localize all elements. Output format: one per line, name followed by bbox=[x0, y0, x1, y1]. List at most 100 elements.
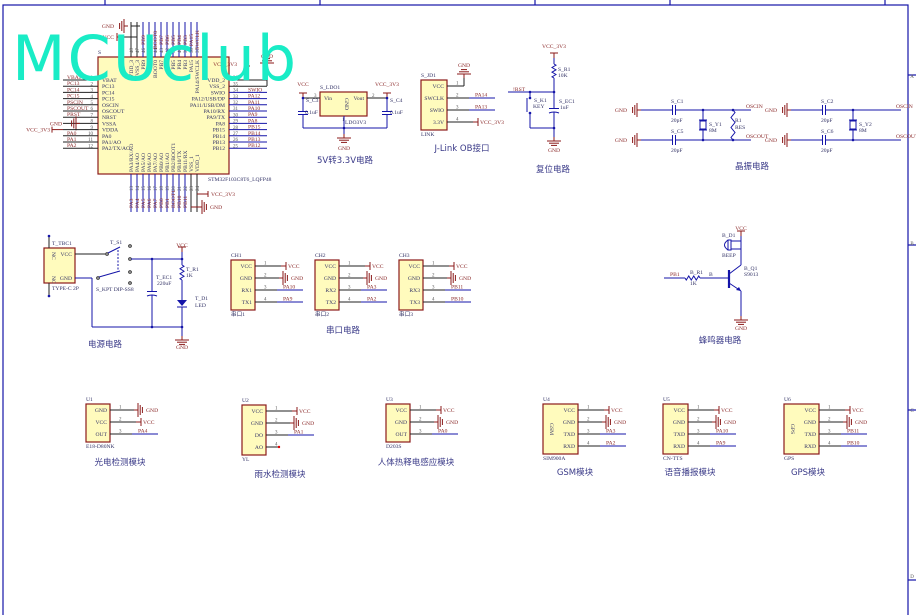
pin-number: 36 bbox=[233, 76, 239, 81]
module-designator: S_JD1 bbox=[421, 73, 436, 79]
pin-name: VDD_1 bbox=[195, 154, 201, 172]
net-label: GND bbox=[146, 408, 158, 414]
pin-name: PA2/TX/AO bbox=[102, 146, 130, 152]
pin-number: 1 bbox=[456, 82, 459, 87]
pin-name: PA1/AO bbox=[102, 140, 121, 146]
pin-number: 2 bbox=[456, 94, 459, 99]
pin-number: 1 bbox=[432, 262, 435, 267]
net-label: PB1 bbox=[670, 272, 680, 278]
pin-number: 1 bbox=[91, 76, 94, 81]
pin-name: PB4 bbox=[177, 60, 183, 70]
module-body bbox=[420, 79, 448, 131]
net-label: GND bbox=[614, 420, 626, 426]
junction bbox=[342, 126, 346, 130]
net-label: PA3 bbox=[606, 429, 616, 435]
pin-number: 3 bbox=[264, 286, 267, 291]
pin-name: VCC bbox=[563, 408, 575, 414]
pin-number: 4 bbox=[432, 298, 435, 303]
module-body bbox=[241, 404, 267, 456]
pin-name: VCC bbox=[408, 264, 420, 270]
net-label: OSCIN bbox=[896, 104, 913, 110]
pin-name: VSS_2 bbox=[209, 84, 225, 90]
net-label: PA6 bbox=[147, 198, 153, 208]
transistor-ref: B_Q1 bbox=[744, 266, 758, 272]
pin-name: PC14 bbox=[102, 90, 115, 96]
net-label: PA10 bbox=[716, 429, 728, 435]
wire bbox=[98, 270, 121, 278]
pin-number: 1 bbox=[828, 406, 831, 411]
module-designator: U1 bbox=[86, 397, 93, 403]
frame-letter: A bbox=[910, 75, 914, 80]
pin-number: 1 bbox=[275, 407, 278, 412]
pin-name: PA0 bbox=[102, 134, 112, 140]
ldo-designator: S_LDO1 bbox=[320, 85, 340, 91]
net-label: VCC bbox=[176, 243, 188, 249]
key-ref: S_K1 bbox=[534, 98, 547, 104]
mcuclub-watermark-logo: MCUclub bbox=[12, 22, 298, 95]
ground-icon bbox=[457, 69, 471, 78]
pin-name: PB12 bbox=[213, 146, 226, 152]
net-label: OSCOUT bbox=[746, 134, 769, 140]
section-caption: GPS模块 bbox=[791, 467, 826, 478]
pin-number: 2 bbox=[372, 94, 375, 99]
module-part: 串口1 bbox=[231, 310, 245, 318]
resistor-icon bbox=[730, 109, 736, 141]
pin-number: 26 bbox=[233, 138, 239, 143]
pin-number: 1 bbox=[697, 406, 700, 411]
pin-name: PA5/AO bbox=[141, 153, 147, 172]
net-label: GND bbox=[50, 121, 62, 127]
dip-switch-icon bbox=[96, 244, 132, 285]
frame-letter: C bbox=[910, 409, 914, 414]
pin-number: 8 bbox=[91, 120, 94, 125]
pin-name: PA15 bbox=[189, 60, 195, 72]
cap-value: 20pF bbox=[821, 148, 833, 154]
pin-name: PB6 bbox=[165, 60, 171, 70]
ground-icon bbox=[712, 415, 721, 429]
pin-number: 3 bbox=[275, 431, 278, 436]
pin-number: 44 bbox=[154, 48, 159, 54]
resistor-ref: R1 bbox=[735, 118, 742, 124]
cap-value: 20pF bbox=[821, 118, 833, 124]
pin-number: 33 bbox=[233, 95, 239, 100]
pin-name: VCC bbox=[251, 409, 263, 415]
net-label: GND bbox=[176, 345, 188, 351]
net-label: PA0 bbox=[438, 429, 448, 435]
power-port-icon bbox=[845, 406, 851, 414]
pin-number: 2 bbox=[432, 274, 435, 279]
pin-name: SWCLK bbox=[424, 96, 444, 102]
net-label: PB5 bbox=[171, 35, 177, 45]
pin-number: 4 bbox=[697, 442, 700, 447]
power-port-icon bbox=[473, 118, 479, 126]
net-label: GND bbox=[724, 420, 736, 426]
zigzag bbox=[684, 275, 701, 281]
pin-name: RX1 bbox=[241, 288, 252, 294]
pin-number: 24 bbox=[196, 186, 201, 192]
module-body bbox=[230, 259, 256, 311]
pin-number: 2 bbox=[264, 274, 267, 279]
ground-icon bbox=[337, 134, 351, 143]
pin-number: 4 bbox=[348, 298, 351, 303]
usb-typec-connector-body bbox=[43, 247, 76, 284]
pin-number: 3 bbox=[91, 89, 94, 94]
switch-contact bbox=[105, 252, 109, 256]
junction bbox=[851, 138, 855, 142]
ground-icon bbox=[632, 103, 641, 117]
pin-name: PA10/RX bbox=[203, 109, 225, 115]
net-label: GND bbox=[375, 276, 387, 282]
net-label: PA12 bbox=[248, 94, 260, 100]
net-label: PB11 bbox=[847, 429, 859, 435]
pin-number: 30 bbox=[233, 113, 239, 118]
pin-name: DO bbox=[255, 433, 263, 439]
power-port-icon bbox=[436, 406, 442, 414]
net-label: PB12 bbox=[248, 143, 261, 149]
section-caption: 5V转3.3V电路 bbox=[317, 155, 374, 166]
module-inner-label: GSM bbox=[548, 423, 554, 435]
module-part: SIM900A bbox=[543, 456, 565, 462]
no-connect-marker bbox=[277, 445, 281, 449]
plate bbox=[548, 111, 560, 114]
net-label: GND bbox=[765, 138, 777, 144]
buzzer-arc bbox=[724, 239, 729, 251]
pin-number: 2 bbox=[119, 418, 122, 423]
net-label: GND bbox=[615, 138, 627, 144]
